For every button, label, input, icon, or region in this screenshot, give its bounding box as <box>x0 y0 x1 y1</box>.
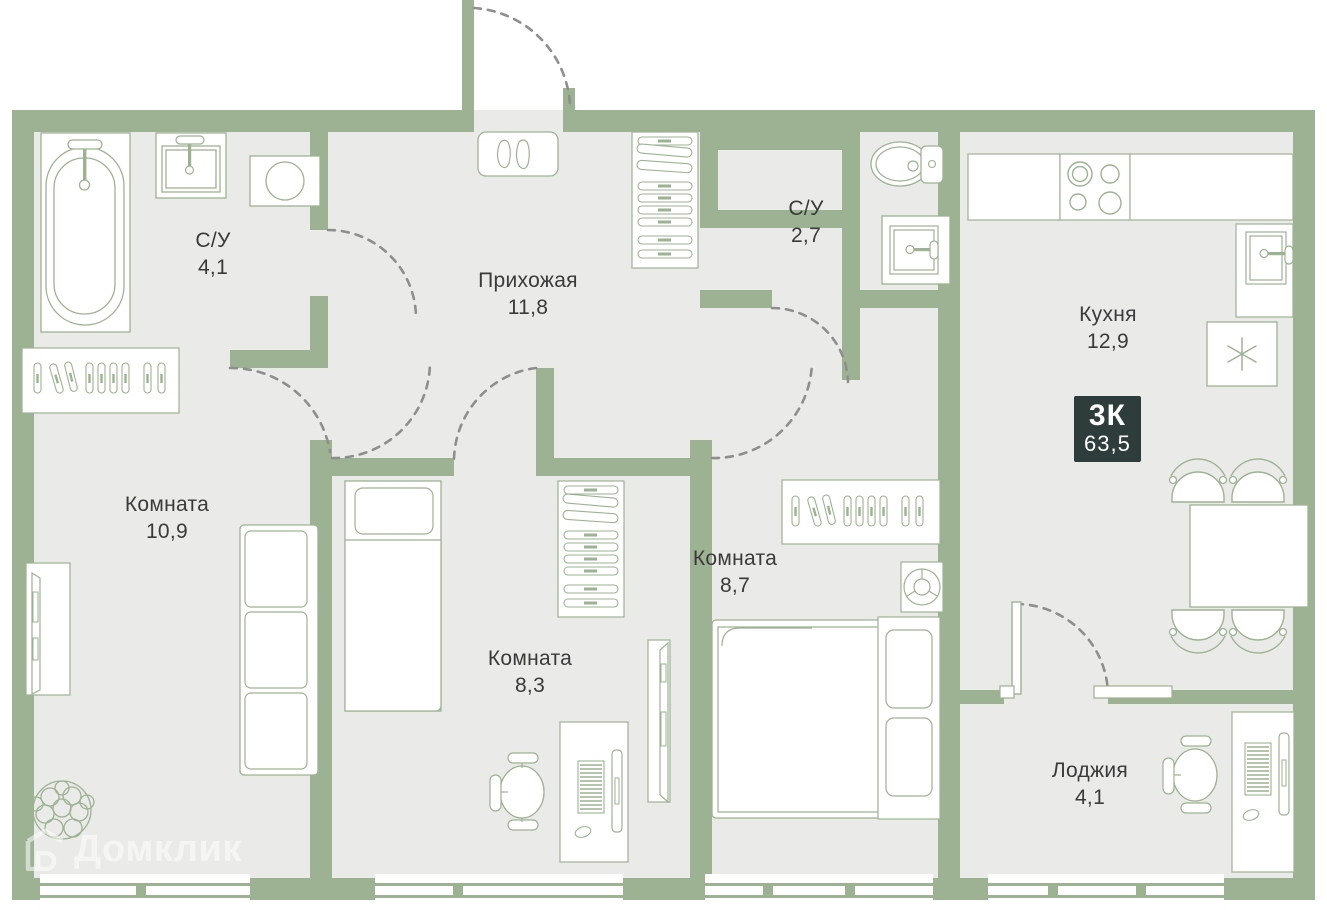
cooktop-icon <box>1067 161 1122 215</box>
plant-icon <box>28 780 95 840</box>
bathroom-fixtures <box>40 132 321 333</box>
office-chair-icon <box>1162 735 1218 814</box>
kitchen-faucet-icon <box>1259 245 1294 265</box>
office-chair-icon <box>489 752 545 831</box>
kitchen-fixtures <box>967 153 1309 654</box>
keyboard-icon <box>1244 742 1272 796</box>
ceiling-light-icon <box>903 568 941 606</box>
window-loggia <box>988 874 1224 907</box>
basin-faucet-icon <box>175 135 205 175</box>
apartment-type-badge: 3К 63,5 <box>1074 396 1141 462</box>
room-109-furniture <box>21 347 319 840</box>
keyboard-icon <box>577 760 605 814</box>
badge-room-count: 3К <box>1088 399 1126 432</box>
window-room-87 <box>705 874 933 907</box>
wc-fixtures <box>870 141 951 285</box>
door-leaves <box>1011 601 1022 695</box>
toilet-icon <box>870 141 944 187</box>
badge-total-area: 63,5 <box>1084 430 1131 456</box>
window-room-109 <box>40 874 250 907</box>
door-swings <box>228 6 1110 698</box>
windows <box>40 874 1224 907</box>
wc-faucet-icon <box>905 240 939 260</box>
room-87-furniture <box>647 479 944 820</box>
tub-faucet-icon <box>67 139 103 191</box>
fridge-snowflake-icon <box>1227 337 1257 371</box>
hallway-furniture <box>477 131 699 269</box>
loggia-furniture <box>999 685 1295 873</box>
window-room-83 <box>375 874 623 907</box>
room-83-furniture <box>344 480 629 863</box>
